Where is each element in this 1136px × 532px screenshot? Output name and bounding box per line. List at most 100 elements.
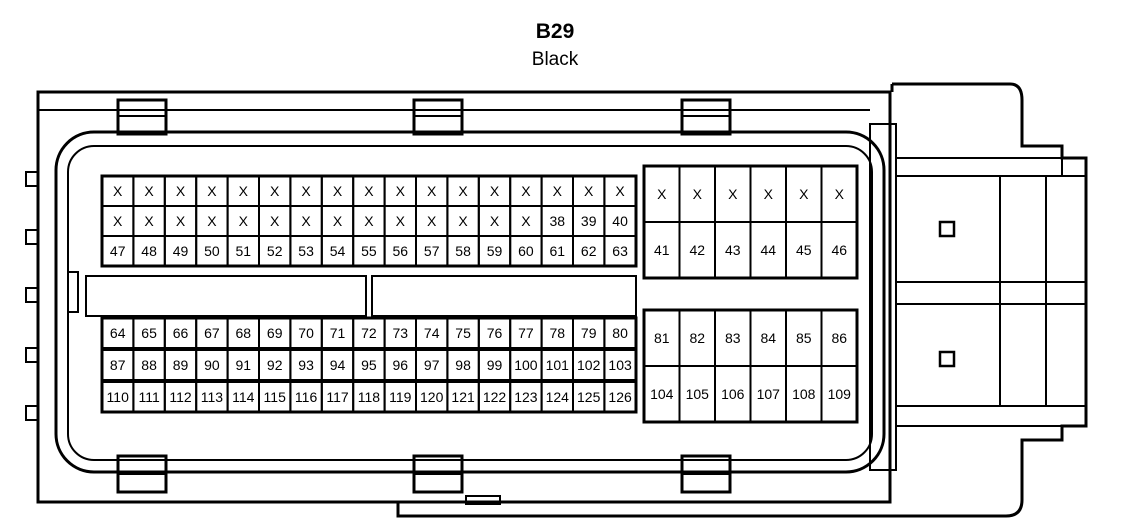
pin-label: 49 <box>173 243 189 259</box>
pin-label: 89 <box>173 357 189 373</box>
pin-label: X <box>270 213 280 229</box>
pin-label: 115 <box>264 389 287 405</box>
pin-label: 91 <box>236 357 252 373</box>
pin-label: X <box>301 183 311 199</box>
pin-label: 40 <box>612 213 628 229</box>
side-tab <box>25 405 39 421</box>
pin-label: 86 <box>831 330 847 346</box>
pin-label: X <box>728 186 738 202</box>
pin-label: X <box>207 183 217 199</box>
pin-label: 99 <box>487 357 503 373</box>
key-bar-left <box>85 275 367 317</box>
pin-label: 60 <box>518 243 534 259</box>
pin-label: 66 <box>173 325 189 341</box>
pin-label: X <box>333 213 343 229</box>
pin-label: 114 <box>232 389 255 405</box>
pin-label: 75 <box>455 325 471 341</box>
pin-label: 80 <box>612 325 628 341</box>
pin-label: 122 <box>483 389 507 405</box>
pin-label: 121 <box>451 389 475 405</box>
pin-label: 74 <box>424 325 440 341</box>
inner-face-inner <box>67 145 873 461</box>
pin-label: X <box>144 213 154 229</box>
pin-label: 48 <box>141 243 157 259</box>
pin-label: X <box>270 183 280 199</box>
pin-label: X <box>207 213 217 229</box>
pin-label: 44 <box>760 242 776 258</box>
pin-label: 43 <box>725 242 741 258</box>
pin-label: 47 <box>110 243 126 259</box>
pin-label: 117 <box>326 389 349 405</box>
pin-label: 39 <box>581 213 597 229</box>
pin-label: 41 <box>654 242 670 258</box>
pin-label: 54 <box>330 243 346 259</box>
pin-label: X <box>458 213 468 229</box>
pin-label: X <box>490 183 500 199</box>
pin-label: 118 <box>358 389 381 405</box>
pin-label: X <box>521 213 531 229</box>
pin-label: 96 <box>393 357 409 373</box>
pin-label: 116 <box>295 389 318 405</box>
pin-label: 55 <box>361 243 377 259</box>
pin-label: 59 <box>487 243 503 259</box>
pin-label: X <box>113 183 123 199</box>
pin-label: 111 <box>138 389 159 405</box>
pin-label: 51 <box>236 243 252 259</box>
pin-label: 120 <box>420 389 444 405</box>
pin-label: 61 <box>550 243 566 259</box>
pin-label: 68 <box>236 325 252 341</box>
pin-label: 77 <box>518 325 534 341</box>
pin-label: 83 <box>725 330 741 346</box>
pin-label: 109 <box>828 386 852 402</box>
pin-label: 95 <box>361 357 377 373</box>
pin-label: 101 <box>546 357 570 373</box>
pin-label: 58 <box>455 243 471 259</box>
inner-face <box>54 130 886 474</box>
pin-label: 76 <box>487 325 503 341</box>
pin-label: X <box>553 183 563 199</box>
pin-label: 92 <box>267 357 283 373</box>
pin-label: 57 <box>424 243 440 259</box>
pin-label: 93 <box>298 357 314 373</box>
pin-label: 108 <box>792 386 816 402</box>
pin-label: 103 <box>608 357 632 373</box>
pin-label: X <box>176 183 186 199</box>
terminal-block-border <box>100 316 638 414</box>
lever-square-bottom <box>938 350 956 368</box>
pin-label: 67 <box>204 325 220 341</box>
pin-label: 45 <box>796 242 812 258</box>
pin-label: 63 <box>612 243 628 259</box>
pin-label: X <box>427 183 437 199</box>
pin-label: 107 <box>757 386 781 402</box>
pin-label: X <box>657 186 667 202</box>
pin-label: X <box>239 183 249 199</box>
pin-label: 85 <box>796 330 812 346</box>
pin-label: 100 <box>514 357 538 373</box>
pin-label: 106 <box>721 386 745 402</box>
pin-label: 98 <box>455 357 471 373</box>
side-tab <box>25 347 39 363</box>
pin-label: 71 <box>330 325 346 341</box>
lever-square-top <box>938 220 956 238</box>
pin-label: X <box>333 183 343 199</box>
pin-label: X <box>693 186 703 202</box>
lever-outline <box>396 82 1088 518</box>
pin-label: 79 <box>581 325 597 341</box>
pin-label: 104 <box>650 386 674 402</box>
pin-label: X <box>239 213 249 229</box>
pin-label: X <box>113 213 123 229</box>
pin-label: X <box>584 183 594 199</box>
pin-label: X <box>764 186 774 202</box>
pin-label: 38 <box>550 213 566 229</box>
pin-label: X <box>835 186 845 202</box>
pin-label: 70 <box>298 325 314 341</box>
pin-label: 94 <box>330 357 346 373</box>
pin-label: 46 <box>831 242 847 258</box>
pin-label: X <box>521 183 531 199</box>
pin-label: 56 <box>393 243 409 259</box>
pin-label: 124 <box>546 389 570 405</box>
pin-label: 125 <box>577 389 601 405</box>
pin-label: 110 <box>107 389 130 405</box>
key-bar-right <box>371 275 637 317</box>
